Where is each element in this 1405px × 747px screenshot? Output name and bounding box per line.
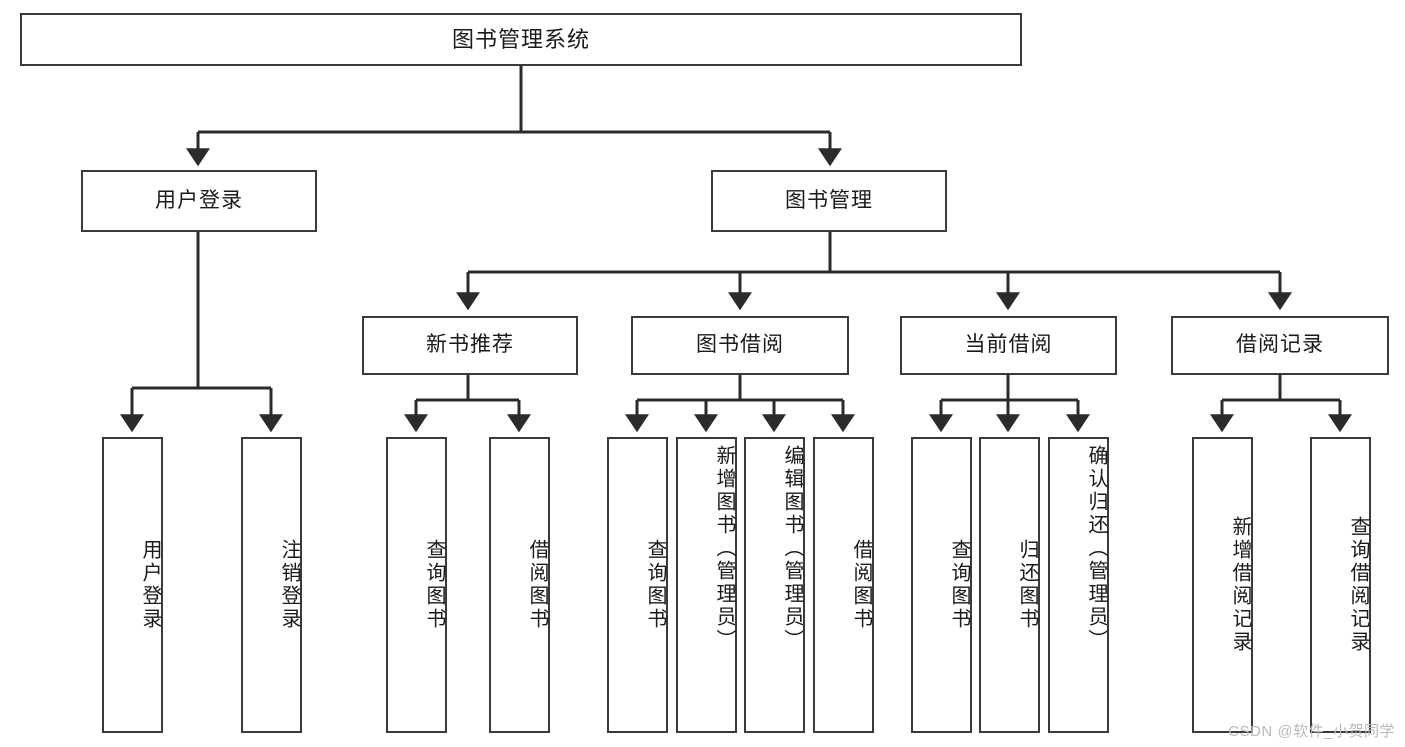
node-user-login[interactable]: 用户登录 (81, 170, 317, 232)
node-label: 归还图书 (1016, 539, 1038, 631)
node-label: 查询借阅记录 (1347, 516, 1369, 654)
node-label: 借阅记录 (1236, 333, 1324, 357)
leaf-user-login[interactable]: 用户登录 (102, 437, 163, 733)
node-label: 借阅图书 (526, 539, 548, 631)
node-book-borrow[interactable]: 图书借阅 (631, 316, 849, 375)
node-label: 用户登录 (139, 539, 161, 631)
node-label: 确认归还（管理员） (1085, 445, 1107, 652)
node-label: 新书推荐 (426, 333, 514, 357)
leaf-add-book-admin[interactable]: 新增图书（管理员） (676, 437, 737, 733)
node-label: 用户登录 (155, 188, 243, 212)
node-label: 图书管理系统 (451, 26, 590, 52)
leaf-query-book-recommend[interactable]: 查询图书 (386, 437, 447, 733)
leaf-return-book[interactable]: 归还图书 (979, 437, 1040, 733)
node-book-management[interactable]: 图书管理 (711, 170, 947, 232)
node-label: 当前借阅 (964, 333, 1053, 357)
node-label: 新增借阅记录 (1229, 516, 1251, 654)
leaf-logout-login[interactable]: 注销登录 (241, 437, 302, 733)
node-new-book-recommend[interactable]: 新书推荐 (362, 316, 578, 375)
node-label: 图书借阅 (696, 333, 784, 357)
leaf-query-borrow-record[interactable]: 查询借阅记录 (1310, 437, 1371, 733)
leaf-query-book-current[interactable]: 查询图书 (911, 437, 972, 733)
leaf-edit-book-admin[interactable]: 编辑图书（管理员） (744, 437, 805, 733)
leaf-query-book-borrow[interactable]: 查询图书 (607, 437, 668, 733)
node-root-system[interactable]: 图书管理系统 (20, 13, 1022, 66)
node-borrow-record[interactable]: 借阅记录 (1171, 316, 1389, 375)
node-label: 新增图书（管理员） (713, 445, 735, 652)
node-label: 编辑图书（管理员） (781, 445, 803, 652)
leaf-borrow-book-recommend[interactable]: 借阅图书 (489, 437, 550, 733)
node-label: 借阅图书 (850, 539, 872, 631)
leaf-add-borrow-record[interactable]: 新增借阅记录 (1192, 437, 1253, 733)
node-label: 查询图书 (948, 539, 970, 631)
node-label: 查询图书 (423, 539, 445, 631)
node-label: 图书管理 (785, 188, 873, 212)
node-label: 查询图书 (644, 539, 666, 631)
leaf-confirm-return-admin[interactable]: 确认归还（管理员） (1048, 437, 1109, 733)
leaf-borrow-book-borrow[interactable]: 借阅图书 (813, 437, 874, 733)
node-label: 注销登录 (278, 539, 300, 631)
node-current-borrow[interactable]: 当前借阅 (900, 316, 1117, 375)
